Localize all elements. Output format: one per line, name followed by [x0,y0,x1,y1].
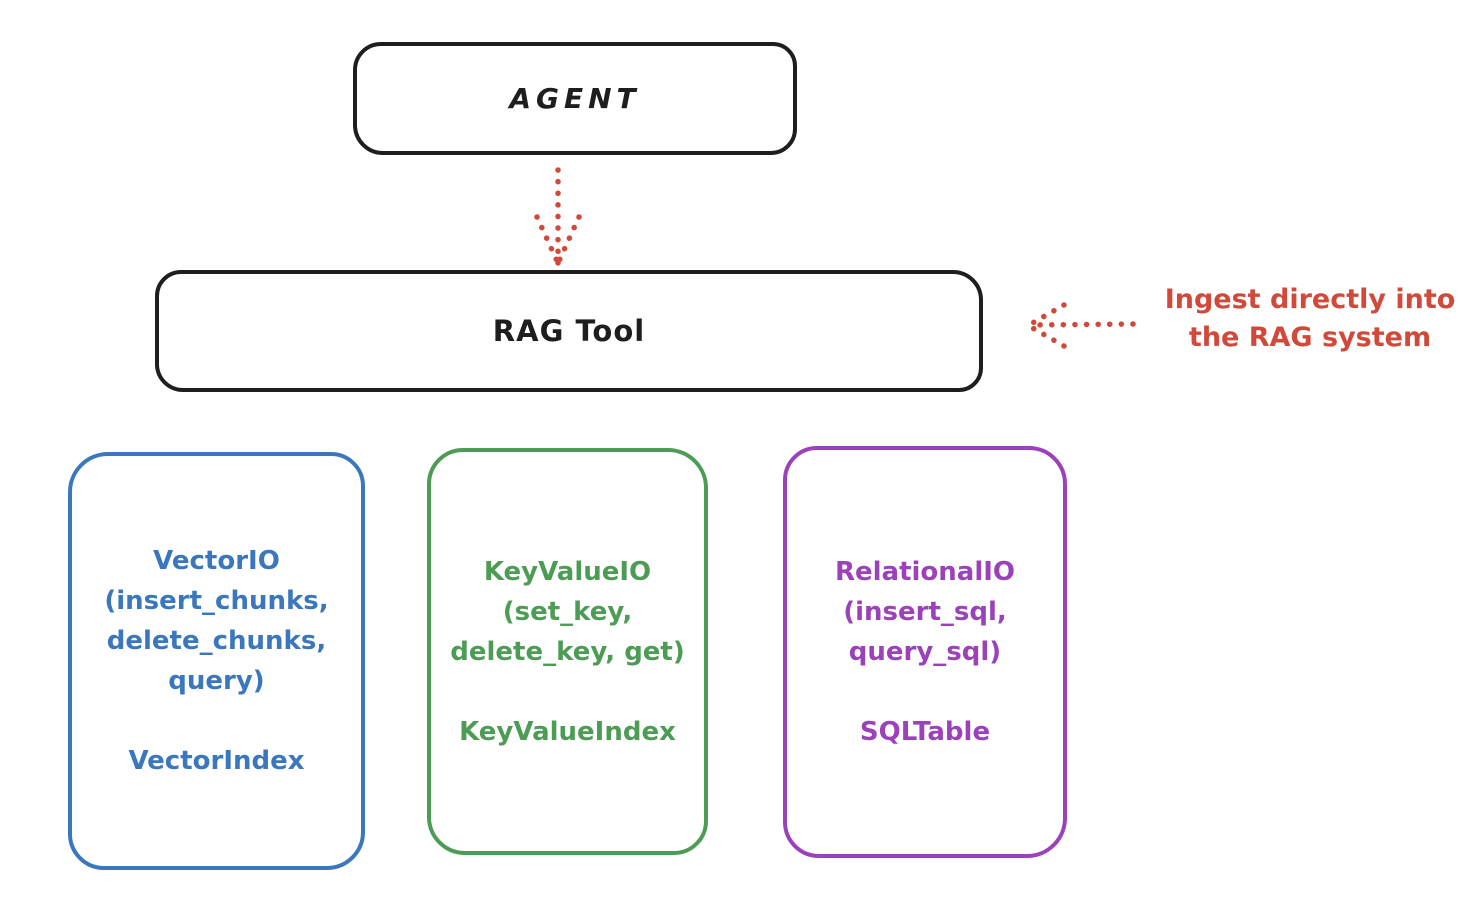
vector-io-line: delete_chunks, [106,626,327,656]
agent-label: AGENT [509,82,641,115]
keyvalue-io-line: KeyValueIO [483,556,652,587]
ingest-annotation: Ingest directly into the RAG system [1140,281,1480,357]
vector-io-text: VectorIO (insert_chunks, delete_chunks, … [104,541,328,781]
relational-io-line: query_sql) [848,637,1002,667]
vector-io-line: VectorIO [153,546,280,576]
spacer [450,672,685,712]
vector-io-line: (insert_chunks, [104,586,329,616]
vector-io-node: VectorIO (insert_chunks, delete_chunks, … [68,452,365,870]
ingest-annotation-line2: the RAG system [1188,322,1432,353]
agent-to-rag-arrow [534,167,582,267]
spacer [104,701,328,741]
keyvalue-io-line: delete_key, get) [450,636,685,667]
vector-index-label: VectorIndex [128,746,305,776]
agent-node: AGENT [353,42,797,155]
ingest-annotation-line1: Ingest directly into [1164,284,1456,315]
rag-tool-node: RAG Tool [155,270,983,392]
vector-io-line: query) [168,666,265,696]
keyvalue-io-text: KeyValueIO (set_key, delete_key, get) Ke… [450,552,685,752]
relational-io-line: RelationalIO [834,557,1016,587]
keyvalue-io-node: KeyValueIO (set_key, delete_key, get) Ke… [427,448,708,855]
sql-table-label: SQLTable [859,717,991,747]
relational-io-node: RelationalIO (insert_sql, query_sql) SQL… [783,446,1067,858]
relational-io-text: RelationalIO (insert_sql, query_sql) SQL… [835,552,1015,752]
ingest-annotation-arrow [1026,302,1136,349]
keyvalue-io-line: (set_key, [502,596,633,627]
keyvalue-index-label: KeyValueIndex [459,716,676,747]
spacer [835,672,1015,712]
rag-tool-label: RAG Tool [492,314,646,348]
relational-io-line: (insert_sql, [843,597,1007,627]
